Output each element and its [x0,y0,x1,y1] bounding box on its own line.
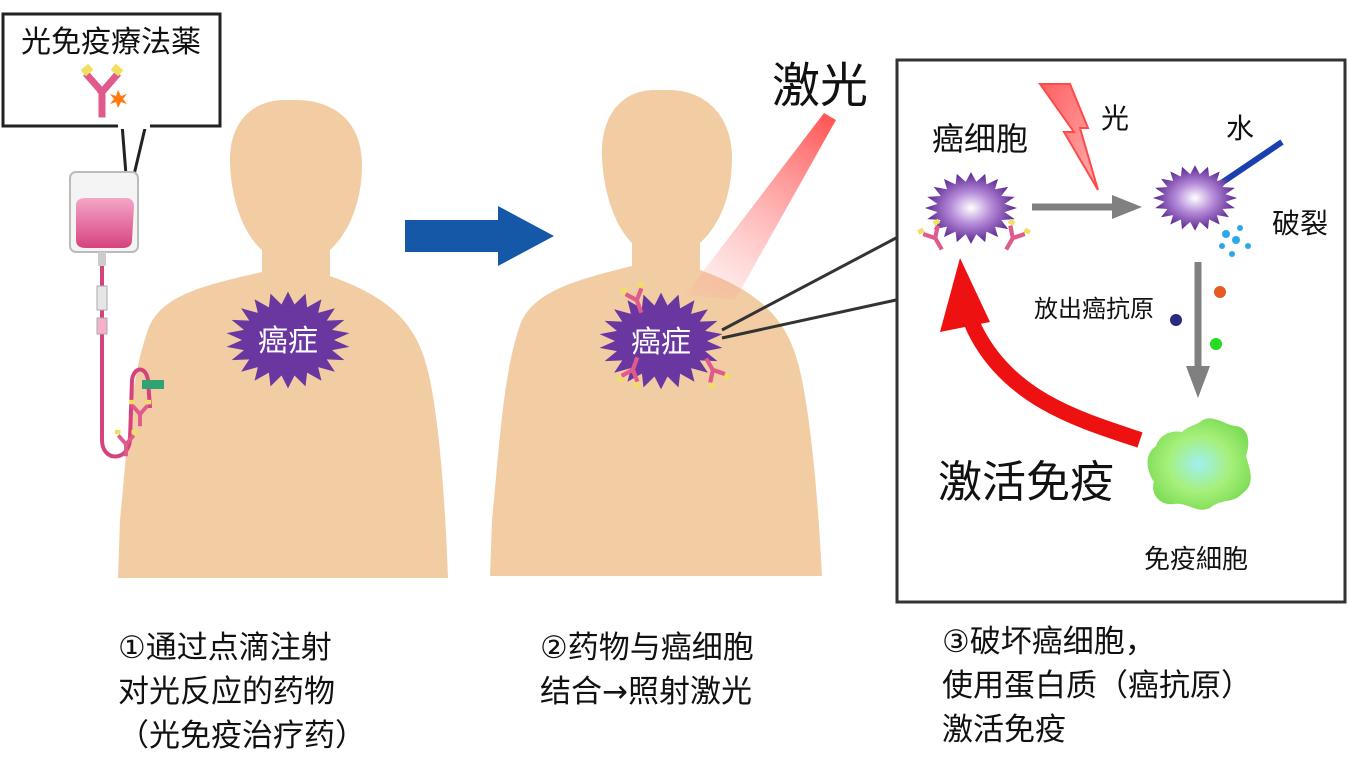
tumor-left: 癌症 [226,291,350,389]
rupture-label: 破裂 [1272,207,1328,240]
tumor-label-right: 癌症 [631,325,691,360]
ruptured-cell-icon [1153,165,1237,231]
antigen-dot-orange [1214,286,1226,298]
antibody-icon [917,218,944,251]
immune-cell-label: 免疫細胞 [1144,545,1248,575]
antigen-dot-green [1210,338,1222,350]
antibody-icon [616,356,641,389]
cancer-cell-icon [925,172,1017,244]
antibody-icon [129,399,151,427]
cancer-cell-label: 癌细胞 [932,120,1028,158]
mechanism-panel: 癌细胞 光 水 破裂 [895,58,1347,604]
caption-step1: ①通过点滴注射 对光反应的药物 （光免疫治疗药） [118,626,366,758]
antibody-icon [1004,218,1031,251]
laser-beam [685,113,836,300]
caption-step2-line1: ②药物与癌细胞 [540,630,754,666]
tumor-right: 癌症 [599,281,731,390]
drug-callout-box: 光免疫療法薬 [1,12,222,202]
tumor-label-left: 癌症 [258,324,318,359]
caption-step3: ③破坏癌细胞， 使用蛋白质（癌抗原） 激活免疫 [942,620,1252,752]
antibody-icon [115,429,137,457]
caption-step2: ②药物与癌细胞 结合→照射激光 [540,626,754,714]
antibody-icon [620,281,645,314]
drug-box-label: 光免疫療法薬 [21,25,201,60]
caption-step3-line2: 使用蛋白质（癌抗原） [942,668,1252,704]
light-label: 光 [1101,102,1129,135]
caption-step3-line1: ③破坏癌细胞， [942,624,1156,660]
iv-drip-bag [69,171,164,459]
water-label: 水 [1226,112,1254,145]
grey-arrow-right [1032,195,1142,219]
caption-step2-line2: 结合→照射激光 [540,674,752,710]
lightning-icon [1038,83,1099,191]
grey-arrow-down [1186,262,1210,398]
laser-label: 激光 [772,58,868,114]
antigen-dot-navy [1170,314,1182,326]
callout-line-upper [721,236,897,332]
antibody-icon [80,63,127,118]
release-antigen-label: 放出癌抗原 [1034,295,1154,323]
splash-icon [1219,225,1251,257]
iv-connector-icon [142,380,164,389]
caption-step1-line1: ①通过点滴注射 [118,630,332,666]
caption-step1-line3: （光免疫治疗药） [118,718,366,754]
antibody-icon [704,357,731,390]
progress-arrow-blue [405,206,554,266]
callout-line-lower [721,298,897,340]
activate-immunity-label: 激活免疫 [938,457,1114,508]
caption-step1-line2: 对光反应的药物 [118,674,335,710]
caption-step3-line3: 激活免疫 [942,712,1066,748]
immune-cell-icon [1147,418,1251,510]
activation-arrow-red [940,258,1143,448]
